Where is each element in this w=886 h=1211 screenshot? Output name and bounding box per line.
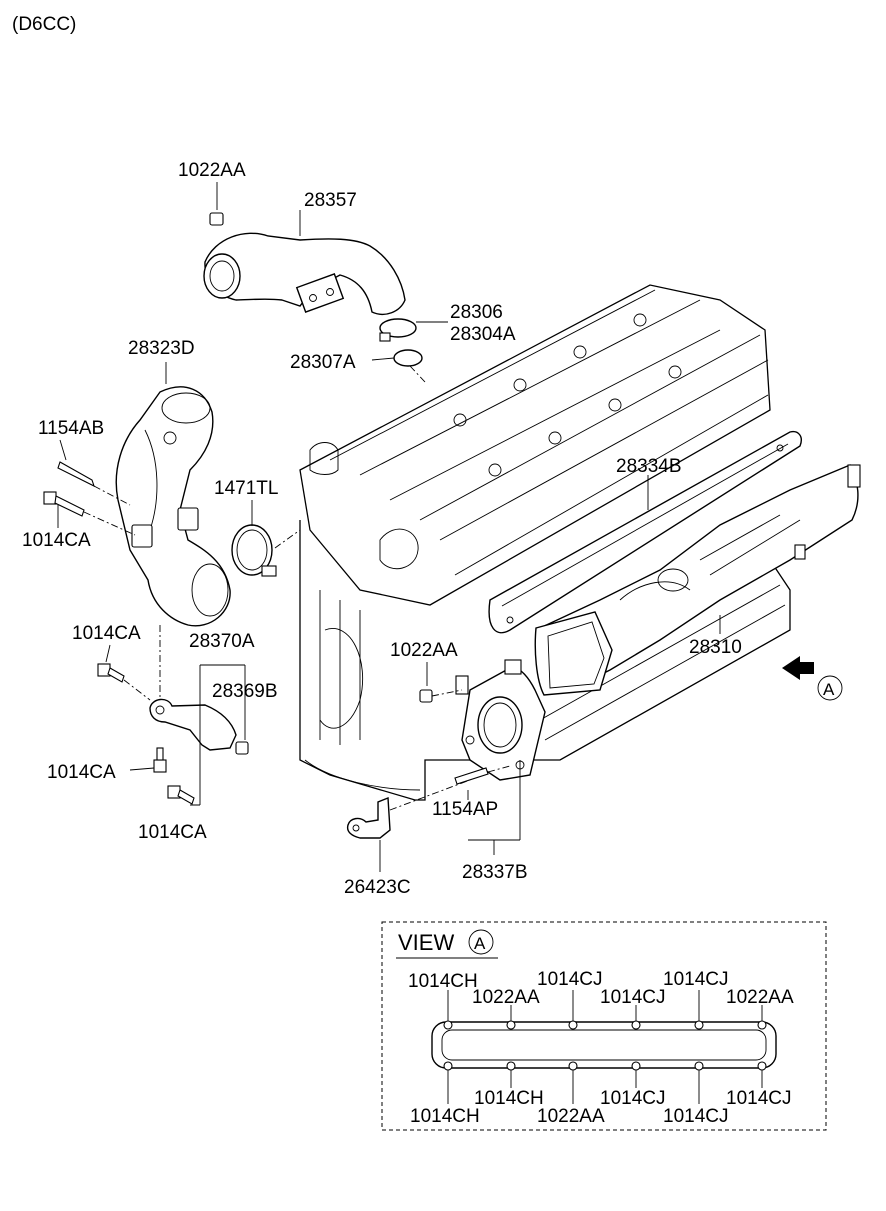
stud-1154ab[interactable] — [57, 461, 95, 488]
callout-1022aa-mid: 1022AA — [390, 640, 458, 661]
pipe-28323D[interactable] — [115, 386, 231, 627]
nut-28369b[interactable] — [235, 741, 249, 755]
callout-1014ca-4: 1014CA — [138, 822, 207, 843]
bolt-1014ca-4[interactable] — [167, 785, 195, 805]
view-a-top-2-a: 1022AA — [472, 987, 540, 1008]
callout-28306: 28306 — [450, 302, 503, 323]
gasket-28334b[interactable] — [488, 430, 802, 634]
gasket-28307A[interactable] — [393, 349, 423, 367]
view-a-inset: VIEW A 1014CH 1014CJ 1014CJ 1022AA 1014C… — [381, 921, 827, 1131]
throttle-plate-28337b[interactable] — [461, 659, 546, 781]
view-a-arrow: A — [782, 656, 843, 701]
bracket-26423c[interactable] — [346, 796, 391, 839]
callout-1022aa-top: 1022AA — [178, 160, 246, 181]
clamp-28306[interactable] — [379, 318, 417, 342]
bolt-1014ca-1[interactable] — [43, 491, 85, 517]
nut-1022aa-mid[interactable] — [419, 689, 433, 703]
model-code: (D6CC) — [12, 14, 76, 35]
callout-28357: 28357 — [304, 190, 357, 211]
callout-1014ca-1: 1014CA — [22, 530, 91, 551]
callout-28370a: 28370A — [189, 631, 255, 652]
bolt-1014ca-3[interactable] — [153, 747, 167, 773]
stud-1154ap[interactable] — [454, 767, 489, 785]
view-a-bottom-2-c: 1014CJ — [663, 1106, 729, 1127]
view-a-title-letter: A — [474, 934, 486, 953]
nut-1022aa-top[interactable] — [209, 212, 224, 226]
view-a-bottom-1-a: 1014CH — [474, 1088, 544, 1109]
view-a-bottom-1-b: 1014CJ — [600, 1088, 666, 1109]
engine-block — [299, 284, 791, 801]
view-a-top-1-b: 1014CJ — [537, 969, 603, 990]
view-a-top-2-b: 1014CJ — [600, 987, 666, 1008]
callout-28323d: 28323D — [128, 338, 195, 359]
view-a-bottom-2-b: 1022AA — [537, 1106, 605, 1127]
view-a-top-2-c: 1022AA — [726, 987, 794, 1008]
callout-1471tl: 1471TL — [214, 478, 278, 499]
view-a-top-1-a: 1014CH — [408, 971, 478, 992]
callout-1154ap: 1154AP — [432, 799, 498, 820]
callout-28310: 28310 — [689, 637, 742, 658]
view-a-arrow-letter: A — [823, 680, 835, 699]
view-a-bottom-1-c: 1014CJ — [726, 1088, 792, 1109]
view-a-top-1-c: 1014CJ — [663, 969, 729, 990]
callout-28304a: 28304A — [450, 324, 516, 345]
callout-28307a: 28307A — [290, 352, 356, 373]
intake-manifold-28310[interactable] — [534, 464, 861, 696]
callout-28337b: 28337B — [462, 862, 528, 883]
bolt-1014ca-2[interactable] — [97, 663, 125, 683]
callout-28369b: 28369B — [212, 681, 278, 702]
fitting[interactable] — [455, 675, 469, 695]
callout-1014ca-2: 1014CA — [72, 623, 141, 644]
clamp-1471tl[interactable] — [231, 524, 277, 577]
view-a-bottom-2-a: 1014CH — [410, 1106, 480, 1127]
intake-pipe-28357[interactable] — [203, 232, 406, 316]
callout-26423c: 26423C — [344, 877, 411, 898]
callout-1154ab: 1154AB — [38, 418, 104, 439]
callout-1014ca-3: 1014CA — [47, 762, 116, 783]
callout-28334b: 28334B — [616, 456, 682, 477]
view-a-title: VIEW — [398, 930, 454, 955]
bracket-28370a[interactable] — [149, 698, 237, 751]
